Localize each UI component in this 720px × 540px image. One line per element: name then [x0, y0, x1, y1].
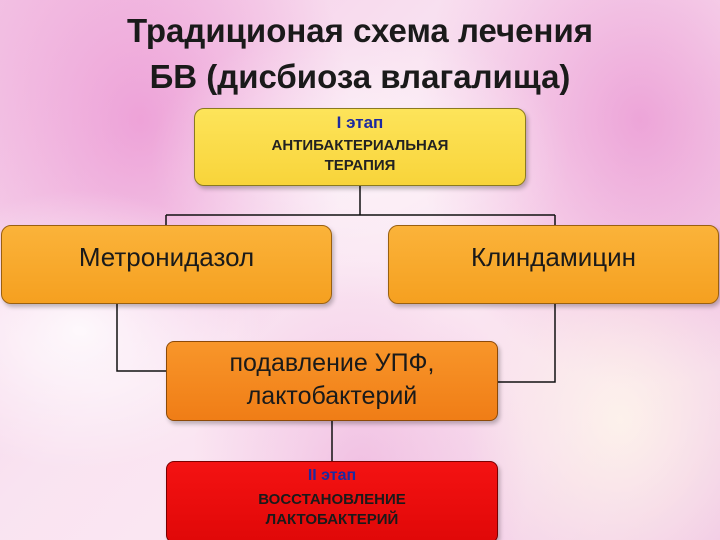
suppression-box: подавление УПФ, лактобактерий [166, 341, 498, 421]
title-line-2: БВ (дисбиоза влагалища) [149, 58, 571, 95]
suppression-line-2: лактобактерий [246, 382, 418, 410]
stage2-text-line-1: ВОССТАНОВЛЕНИЕ [258, 491, 406, 508]
stage1-box: I этап АНТИБАКТЕРИАЛЬНАЯ ТЕРАПИЯ [194, 108, 526, 186]
connector-stage1-to-drugs [165, 186, 556, 225]
stage2-text: ВОССТАНОВЛЕНИЕ ЛАКТОБАКТЕРИЙ [167, 490, 497, 530]
drug-clindamycin-label: Клиндамицин [470, 242, 636, 272]
stage1-text: АНТИБАКТЕРИАЛЬНАЯ ТЕРАПИЯ [195, 136, 525, 176]
stage2-text-line-2: ЛАКТОБАКТЕРИЙ [265, 511, 399, 528]
drug-clindamycin-box: Клиндамицин [388, 225, 719, 304]
stage2-label: II этап [307, 467, 357, 484]
connector-right-to-suppression [498, 304, 556, 383]
title-line-1: Традиционая схема лечения [127, 12, 593, 49]
suppression-line-1: подавление УПФ, [229, 349, 435, 377]
drug-metronidazole-box: Метронидазол [1, 225, 332, 304]
stage1-label: I этап [336, 113, 384, 132]
stage1-text-line-1: АНТИБАКТЕРИАЛЬНАЯ [271, 137, 449, 154]
stage1-text-line-2: ТЕРАПИЯ [324, 157, 396, 174]
stage2-box: II этап ВОССТАНОВЛЕНИЕ ЛАКТОБАКТЕРИЙ [166, 461, 498, 540]
connector-left-to-suppression [116, 304, 166, 372]
drug-metronidazole-label: Метронидазол [78, 242, 255, 272]
slide-title: Традиционая схема лечения БВ (дисбиоза в… [0, 8, 720, 100]
